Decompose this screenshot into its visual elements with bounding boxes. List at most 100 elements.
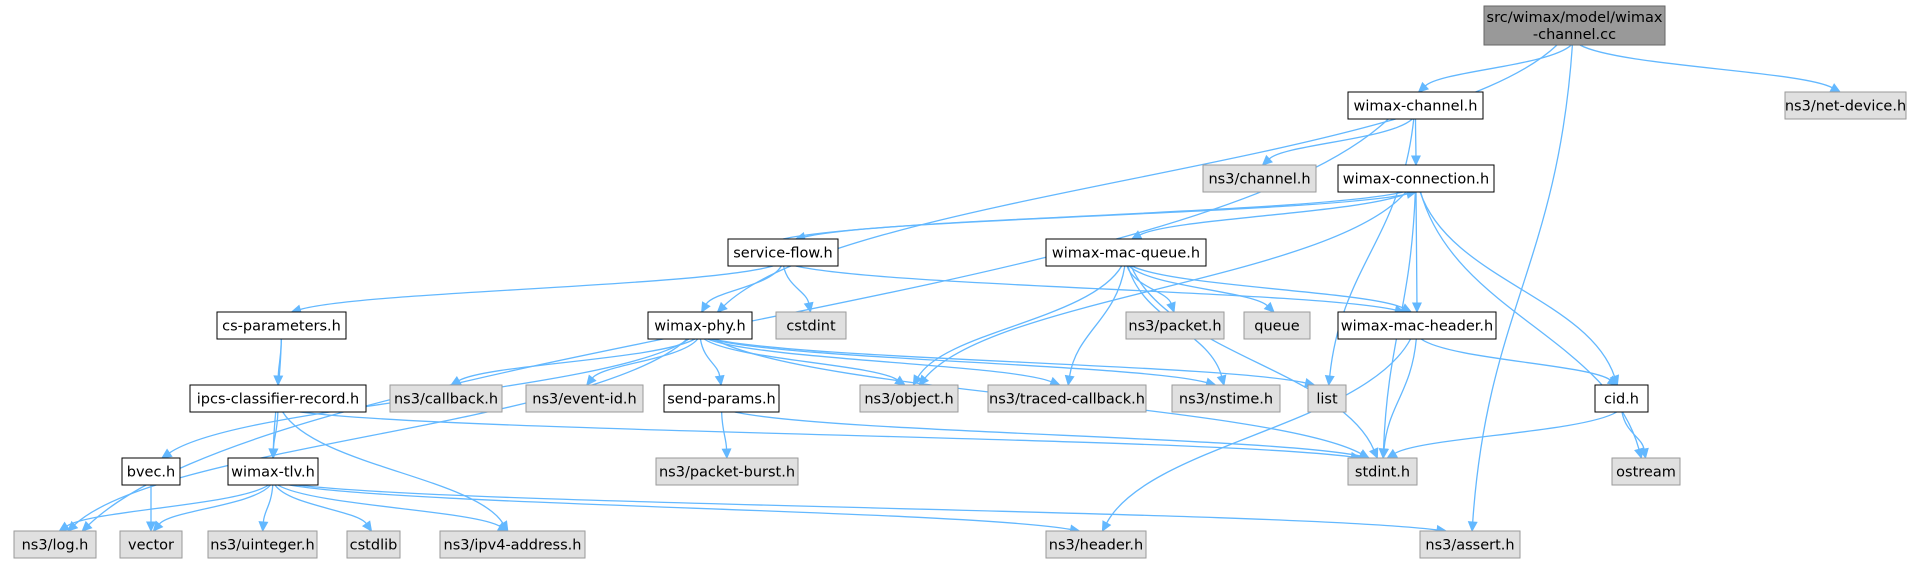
edge-wimax-phy-h-to-ns3-log-h: [74, 338, 688, 526]
arrowhead-wimax-channel-h-to-list: [1324, 375, 1335, 387]
node-cid-h[interactable]: cid.h: [1594, 384, 1649, 413]
node-label-ns3-uinteger-h: ns3/uinteger.h: [210, 538, 314, 554]
node-wimax-tlv-h[interactable]: wimax-tlv.h: [227, 457, 319, 486]
edge-root-to-wimax-channel-h: [1424, 44, 1572, 87]
arrowhead-wimax-mac-header-h-to-cid-h: [1606, 375, 1619, 386]
node-label-ostream: ostream: [1616, 465, 1676, 481]
node-label-ns3-object-h: ns3/object.h: [864, 392, 953, 408]
node-cstdint: cstdint: [775, 311, 847, 340]
edge-wimax-connection-h-to-service-flow-h: [804, 191, 1404, 238]
node-label-ipcs-classifier-record-h: ipcs-classifier-record.h: [197, 392, 359, 408]
node-label-ns3-packet-burst-h: ns3/packet-burst.h: [659, 465, 795, 481]
node-root[interactable]: src/wimax/model/wimax-channel.cc: [1483, 5, 1666, 46]
node-label-send-params-h: send-params.h: [667, 392, 776, 408]
node-label-cstdint: cstdint: [786, 319, 836, 335]
node-box-wimax-mac-queue-h: [1045, 238, 1207, 267]
node-label-ns3-assert-h: ns3/assert.h: [1425, 538, 1514, 554]
edge-wimax-mac-header-h-to-ns3-header-h: [1106, 338, 1412, 524]
edge-wimax-phy-h-to-ns3-object-h: [703, 338, 898, 381]
node-box-wimax-phy-h: [647, 311, 753, 340]
node-box-ipcs-classifier-record-h: [189, 384, 367, 413]
node-label-cid-h: cid.h: [1604, 392, 1639, 408]
edge-root-to-ns3-net-device-h: [1579, 44, 1833, 89]
edge-ipcs-classifier-record-h-to-ns3-ipv4-address-h: [282, 411, 504, 524]
node-bvec-h[interactable]: bvec.h: [121, 457, 181, 486]
node-label-ns3-packet-h: ns3/packet.h: [1128, 319, 1221, 335]
node-label-queue: queue: [1254, 319, 1300, 335]
node-cstdlib: cstdlib: [346, 530, 401, 559]
edge-wimax-mac-queue-h-to-queue: [1128, 265, 1268, 307]
edge-wimax-mac-queue-h-to-ns3-traced-callback-h: [1068, 265, 1126, 377]
edge-wimax-connection-h-to-wimax-mac-queue-h: [1139, 191, 1411, 236]
node-ipcs-classifier-record-h[interactable]: ipcs-classifier-record.h: [189, 384, 367, 413]
node-label-wimax-mac-header-h: wimax-mac-header.h: [1341, 319, 1493, 335]
node-ns3-channel-h: ns3/channel.h: [1202, 164, 1317, 193]
node-ostream: ostream: [1611, 457, 1681, 486]
node-wimax-channel-h[interactable]: wimax-channel.h: [1347, 91, 1484, 120]
edge-wimax-phy-h-to-ns3-event-id-h: [591, 338, 699, 379]
edge-wimax-tlv-h-to-ns3-ipv4-address-h: [277, 484, 501, 527]
node-box-ns3-callback-h: [389, 384, 503, 413]
edge-wimax-phy-h-to-send-params-h: [699, 338, 721, 377]
arrowhead-wimax-mac-queue-h-to-ns3-packet-h: [1166, 301, 1176, 314]
node-box-ns3-event-id-h: [525, 384, 644, 413]
arrowhead-cs-parameters-h-to-ipcs-classifier-record-h: [273, 375, 284, 387]
node-box-ns3-assert-h: [1419, 530, 1521, 559]
edge-wimax-mac-queue-h-to-wimax-mac-header-h: [1131, 265, 1404, 309]
arrowhead-ipcs-classifier-record-h-to-wimax-tlv-h: [268, 448, 279, 460]
node-label-wimax-connection-h: wimax-connection.h: [1343, 172, 1489, 188]
arrowhead-wimax-tlv-h-to-ns3-uinteger-h: [258, 521, 269, 533]
node-box-ns3-channel-h: [1202, 164, 1317, 193]
nodes-layer: src/wimax/model/wimax-channel.cc wimax-ch…: [13, 5, 1907, 559]
node-box-wimax-channel-h: [1347, 91, 1484, 120]
arrowhead-wimax-channel-h-to-wimax-connection-h: [1410, 155, 1421, 167]
edge-wimax-connection-h-to-wimax-mac-header-h: [1415, 191, 1418, 304]
node-label-ns3-callback-h: ns3/callback.h: [394, 392, 498, 408]
node-box-ns3-uinteger-h: [207, 530, 318, 559]
node-ns3-packet-h: ns3/packet.h: [1125, 311, 1225, 340]
node-box-cid-h: [1594, 384, 1649, 413]
arrowhead-wimax-tlv-h-to-ns3-log-h: [58, 521, 71, 532]
arrowhead-root-to-wimax-phy-h: [716, 301, 728, 313]
edge-wimax-tlv-h-to-ns3-header-h: [289, 484, 1071, 531]
edge-wimax-connection-h-to-ns3-object-h: [924, 191, 1407, 379]
node-send-params-h[interactable]: send-params.h: [663, 384, 780, 413]
node-box-queue: [1243, 311, 1311, 340]
node-wimax-connection-h[interactable]: wimax-connection.h: [1337, 164, 1495, 193]
node-box-ns3-log-h: [13, 530, 97, 559]
node-label-cstdlib: cstdlib: [350, 538, 398, 554]
edge-service-flow-h-to-wimax-phy-h: [705, 265, 782, 305]
node-box-ns3-packet-h: [1125, 311, 1225, 340]
node-box-ns3-ipv4-address-h: [439, 530, 586, 559]
node-wimax-mac-header-h[interactable]: wimax-mac-header.h: [1337, 311, 1497, 340]
arrowhead-wimax-connection-h-to-wimax-mac-header-h: [1411, 302, 1422, 314]
arrowhead-wimax-phy-h-to-ns3-callback-h: [450, 375, 462, 386]
node-box-ns3-object-h: [859, 384, 959, 413]
node-label-wimax-channel-h: wimax-channel.h: [1354, 99, 1478, 115]
node-ns3-ipv4-address-h: ns3/ipv4-address.h: [439, 530, 586, 559]
node-cs-parameters-h[interactable]: cs-parameters.h: [216, 311, 347, 340]
arrowhead-wimax-mac-queue-h-to-ns3-nstime-h: [1216, 374, 1227, 387]
arrowhead-wimax-channel-h-to-ns3-channel-h: [1261, 154, 1273, 166]
node-ns3-object-h: ns3/object.h: [859, 384, 959, 413]
node-ns3-event-id-h: ns3/event-id.h: [525, 384, 644, 413]
edge-service-flow-h-to-wimax-connection-h: [782, 193, 1408, 240]
node-label-bvec-h: bvec.h: [127, 465, 175, 481]
node-label-service-flow-h: service-flow.h: [733, 246, 833, 262]
edge-wimax-tlv-h-to-ns3-log-h: [66, 484, 269, 527]
node-service-flow-h[interactable]: service-flow.h: [727, 238, 839, 267]
node-box-service-flow-h: [727, 238, 839, 267]
node-wimax-phy-h[interactable]: wimax-phy.h: [647, 311, 753, 340]
node-wimax-mac-queue-h[interactable]: wimax-mac-queue.h: [1045, 238, 1207, 267]
edge-ipcs-classifier-record-h-to-wimax-tlv-h: [272, 411, 279, 450]
edge-wimax-phy-h-to-list: [712, 338, 1306, 384]
edge-service-flow-h-to-wimax-mac-header-h: [795, 265, 1396, 311]
arrowhead-wimax-mac-queue-h-to-queue: [1263, 301, 1275, 313]
arrowhead-wimax-mac-header-h-to-stdint-h: [1379, 448, 1390, 460]
node-box-cs-parameters-h: [216, 311, 347, 340]
edge-service-flow-h-to-cs-parameters-h: [300, 265, 774, 311]
arrowhead-wimax-tlv-h-to-vector: [152, 520, 164, 532]
node-box-list: [1307, 384, 1347, 413]
arrowhead-service-flow-h-to-cstdint: [803, 301, 814, 314]
